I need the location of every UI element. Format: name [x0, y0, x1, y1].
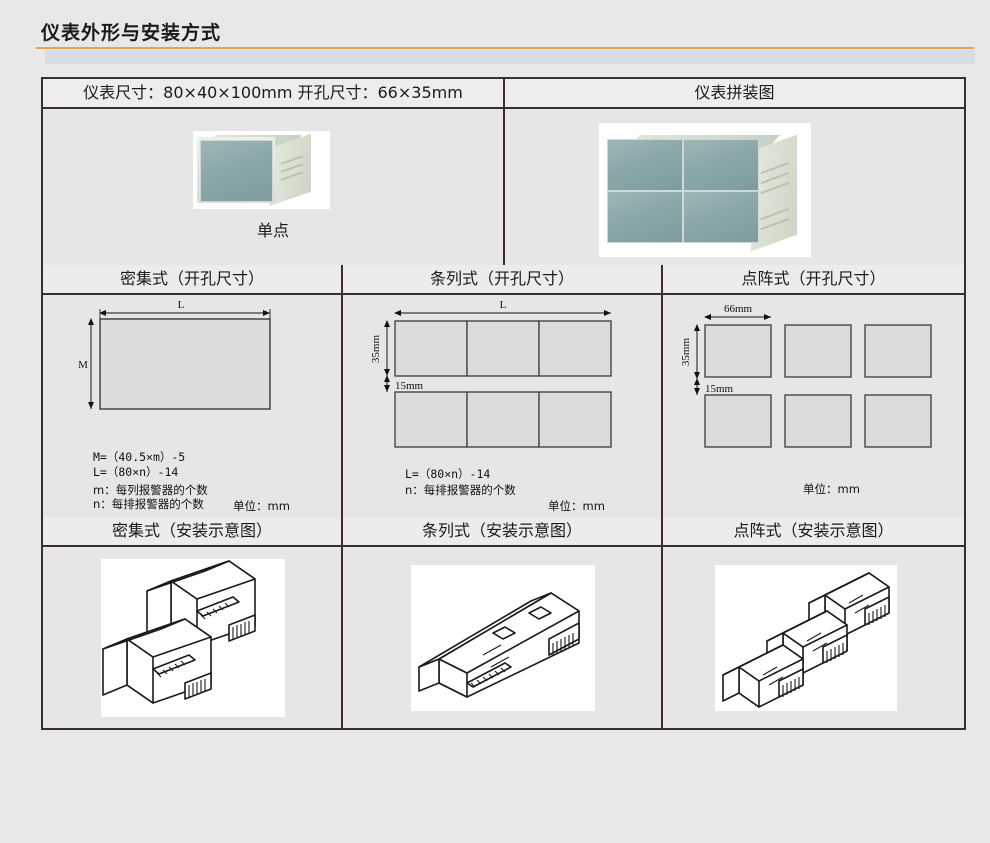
strip-install-header: 条列式（安装示意图）	[343, 517, 661, 547]
dense-cutout-body: L M M=（40.5×m）-5 L=（80×n）-14 m：每列报警器的个数 …	[43, 295, 341, 517]
strip-width-label: L	[500, 299, 507, 311]
header-gray-bar	[45, 50, 975, 64]
cell-assembly-photo: 仪表拼装图	[505, 79, 964, 265]
dense-note-n: n：每排报警器的个数	[93, 497, 204, 511]
strip-note-n: n：每排报警器的个数	[405, 483, 516, 497]
stack-module-face	[607, 139, 683, 191]
cell-matrix-install: 点阵式（安装示意图）	[663, 517, 964, 728]
dense-install-body	[43, 547, 341, 728]
matrix-install-body	[663, 547, 964, 728]
dense-formula-l: L=（80×n）-14	[93, 465, 179, 479]
cell-strip-install: 条列式（安装示意图）	[343, 517, 663, 728]
dimensions-header: 仪表尺寸：80×40×100mm 开孔尺寸：66×35mm	[43, 79, 503, 109]
matrix-cutout-body: 66mm 35mm 15mm 单位：mm	[663, 295, 964, 517]
strip-formula-l: L=（80×n）-14	[405, 467, 491, 481]
strip-cutout-drawing: L 35mm 15mm	[370, 299, 612, 448]
matrix-height-label: 35mm	[680, 338, 692, 367]
unit-front-face	[200, 140, 273, 202]
assembly-photo	[599, 123, 811, 257]
matrix-unit-label: 单位：mm	[803, 482, 860, 496]
strip-unit-label: 单位：mm	[548, 499, 605, 513]
single-unit-body: 单点	[43, 109, 503, 265]
single-unit-caption: 单点	[256, 221, 289, 240]
matrix-install-header: 点阵式（安装示意图）	[663, 517, 964, 547]
stack-module-face	[607, 191, 683, 243]
table-row: 仪表尺寸：80×40×100mm 开孔尺寸：66×35mm 单点	[43, 79, 964, 265]
strip-install-body	[343, 547, 661, 728]
spec-table: 仪表尺寸：80×40×100mm 开孔尺寸：66×35mm 单点	[41, 77, 966, 730]
strip-height-label: 35mm	[370, 335, 382, 364]
assembly-header: 仪表拼装图	[505, 79, 964, 109]
dense-install-drawing	[101, 559, 285, 717]
dense-cutout-drawing: L M	[78, 299, 271, 410]
cell-dense-cutout: 密集式（开孔尺寸）	[43, 265, 343, 517]
table-row: 密集式（开孔尺寸）	[43, 265, 964, 517]
header-accent-rule	[36, 47, 974, 49]
dense-note-m: m：每列报警器的个数	[93, 483, 208, 497]
cell-dimensions: 仪表尺寸：80×40×100mm 开孔尺寸：66×35mm 单点	[43, 79, 505, 265]
matrix-width-label: 66mm	[724, 303, 753, 315]
dense-formula-m: M=（40.5×m）-5	[93, 450, 186, 464]
page-title: 仪表外形与安装方式	[41, 23, 222, 44]
single-unit-photo	[193, 131, 330, 209]
dense-height-label: M	[78, 359, 88, 371]
matrix-cutout-drawing: 66mm 35mm 15mm	[680, 303, 932, 448]
assembly-body	[505, 109, 964, 265]
cell-matrix-cutout: 点阵式（开孔尺寸） 66mm	[663, 265, 964, 517]
matrix-gap-label: 15mm	[705, 383, 734, 395]
strip-install-drawing	[411, 565, 595, 711]
dense-install-header: 密集式（安装示意图）	[43, 517, 341, 547]
cell-dense-install: 密集式（安装示意图）	[43, 517, 343, 728]
strip-gap-label: 15mm	[395, 380, 424, 392]
dense-cutout-header: 密集式（开孔尺寸）	[43, 265, 341, 295]
stack-module-face	[683, 191, 759, 243]
table-row: 密集式（安装示意图）	[43, 517, 964, 728]
stack-module-face	[683, 139, 759, 191]
strip-cutout-body: L 35mm 15mm L=（80×n）-14 n：每排报警器的个数 单位：mm	[343, 295, 661, 517]
matrix-cutout-header: 点阵式（开孔尺寸）	[663, 265, 964, 295]
cell-strip-cutout: 条列式（开孔尺寸） L 35	[343, 265, 663, 517]
strip-cutout-header: 条列式（开孔尺寸）	[343, 265, 661, 295]
dense-unit-label: 单位：mm	[233, 499, 290, 513]
dense-width-label: L	[178, 299, 185, 311]
matrix-install-drawing	[715, 565, 897, 711]
